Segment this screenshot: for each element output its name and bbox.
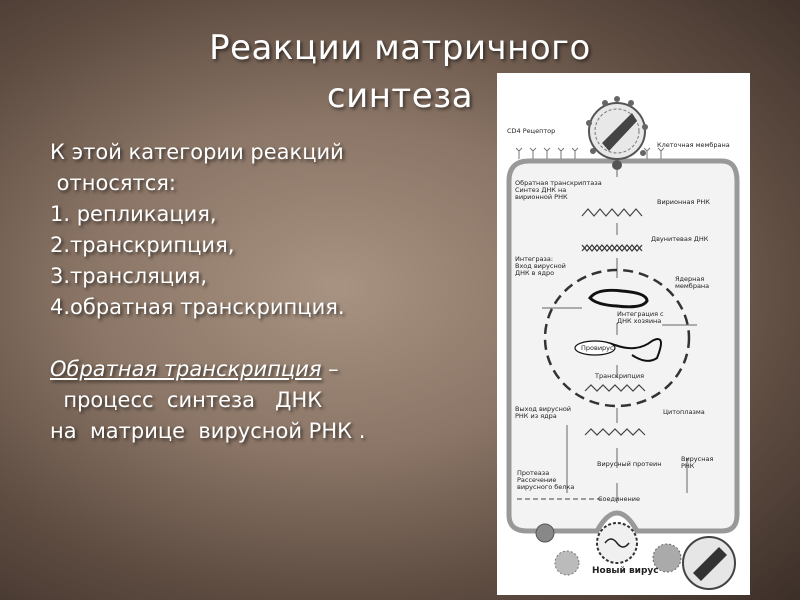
hiv-lifecycle-diagram: CD4 Рецептор Клеточная мембрана Обратная… bbox=[497, 73, 750, 595]
slide-title: Реакции матричного синтеза bbox=[120, 24, 680, 120]
label-protease-3: вирусного белка bbox=[517, 483, 574, 491]
entering-virus-icon bbox=[586, 96, 648, 170]
label-protease-1: Протеаза bbox=[517, 469, 549, 477]
transcribed-rna-strand bbox=[584, 384, 646, 392]
label-cytoplasm: Цитоплазма bbox=[663, 408, 705, 416]
label-rt-2: Синтез ДНК на bbox=[515, 186, 566, 194]
label-rt-1: Обратная транскриптаза bbox=[515, 179, 602, 187]
label-nuclear-1: Ядерная bbox=[675, 275, 704, 283]
virus-particle-icon-2 bbox=[554, 550, 580, 576]
label-new-virus: Новый вирус bbox=[592, 566, 659, 576]
label-viral-rna-1: Вирусная bbox=[681, 455, 713, 463]
definition-dash: – bbox=[321, 357, 339, 381]
cd4-receptors bbox=[515, 147, 665, 159]
definition-line-2: процесс синтеза ДНК bbox=[50, 388, 323, 412]
label-integrase-2: Вход вирусной bbox=[515, 262, 566, 270]
label-exit-2: РНК из ядра bbox=[515, 412, 557, 420]
mature-virus-icon bbox=[682, 536, 736, 590]
label-transcription: Транскрипция bbox=[594, 372, 644, 380]
label-virion-rna: Вирионная РНК bbox=[657, 198, 710, 206]
label-integrase-1: Интеграза: bbox=[515, 255, 553, 263]
provirus-badge bbox=[574, 340, 616, 356]
virus-particle-icon bbox=[535, 523, 555, 543]
label-exit-1: Выход вирусной bbox=[515, 405, 571, 413]
definition-line-3: на матрице вирусной РНК . bbox=[50, 419, 366, 443]
list-item-translation: 3.трансляция, bbox=[50, 264, 208, 288]
label-nuclear-2: мембрана bbox=[675, 282, 709, 290]
intro-line-1: К этой категории реакций bbox=[50, 140, 344, 164]
dsdna-strand-a bbox=[581, 244, 643, 252]
list-item-replication: 1. репликация, bbox=[50, 202, 217, 226]
title-line-2: синтеза bbox=[326, 76, 474, 116]
diagram-svg: CD4 Рецептор Клеточная мембрана Обратная… bbox=[506, 96, 740, 590]
budding-virus-icon bbox=[596, 522, 638, 564]
cytoplasm-rna-strand bbox=[584, 428, 646, 436]
intro-line-2: относятся: bbox=[50, 171, 176, 195]
dsdna-strand-b bbox=[581, 244, 643, 252]
label-rt-3: вирионной РНК bbox=[515, 193, 568, 201]
virion-rna-strand bbox=[581, 208, 643, 217]
host-dna-loop bbox=[588, 288, 649, 309]
label-integrase-3: ДНК в ядро bbox=[515, 269, 554, 277]
label-provirus: Провирус bbox=[581, 344, 614, 352]
label-protease-2: Рассечение bbox=[517, 476, 556, 484]
nucleus-membrane bbox=[543, 268, 691, 408]
label-cd4: CD4 Рецептор bbox=[507, 127, 555, 135]
title-line-1: Реакции матричного bbox=[209, 28, 591, 68]
list-item-reverse-transcription: 4.обратная транскрипция. bbox=[50, 295, 345, 319]
label-membrane: Клеточная мембрана bbox=[657, 141, 730, 149]
label-dsdna: Двунитевая ДНК bbox=[651, 235, 709, 243]
label-viral-proteins: Вирусный протеин bbox=[597, 460, 662, 468]
slide-body: К этой категории реакций относятся: 1. р… bbox=[50, 137, 490, 447]
virus-particle-icon-3 bbox=[652, 543, 682, 573]
flow-arrows bbox=[542, 169, 697, 503]
label-assembly: Соединение bbox=[598, 495, 640, 503]
definition-line-1: Обратная транскрипция – bbox=[50, 354, 490, 385]
label-integration-1: Интеграция с bbox=[617, 310, 664, 318]
label-viral-rna-2: РНК bbox=[681, 462, 695, 470]
cell-membrane-shape bbox=[506, 158, 740, 534]
list-item-transcription: 2.транскрипция, bbox=[50, 233, 235, 257]
paragraph-gap bbox=[50, 323, 490, 354]
label-integration-2: ДНК хозяина bbox=[617, 317, 661, 325]
definition-term: Обратная транскрипция bbox=[50, 357, 322, 381]
